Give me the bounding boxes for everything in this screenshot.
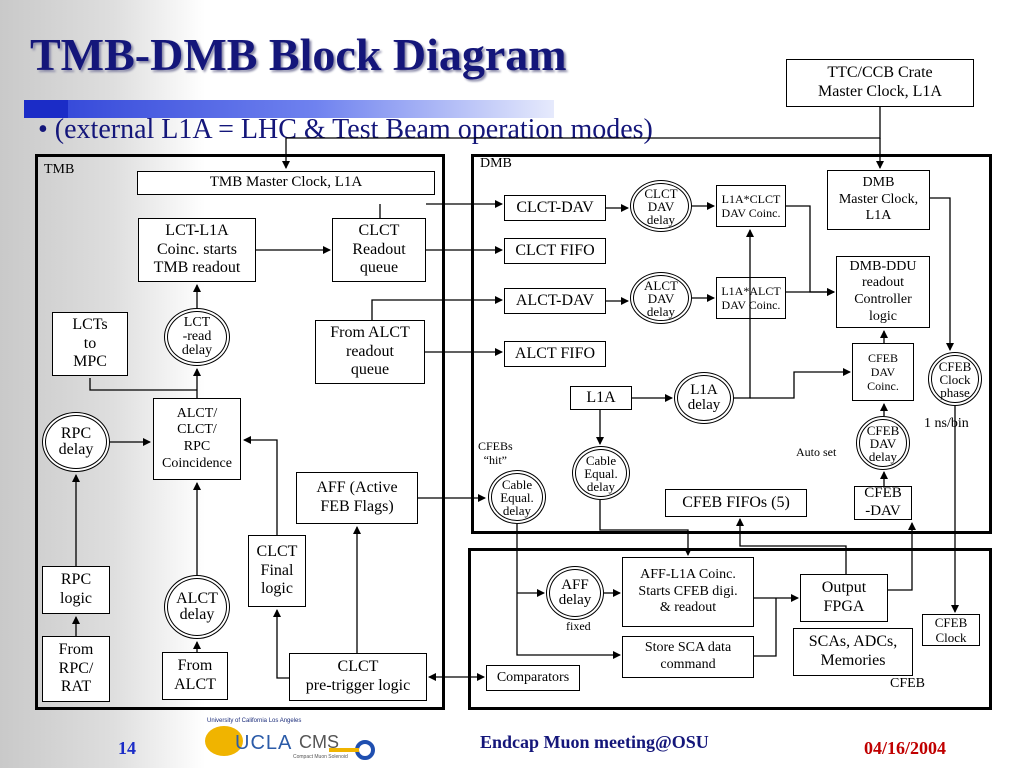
bullet-text: • (external L1A = LHC & Test Beam operat… [38,114,653,145]
cfeb-dav-coinc-box: CFEB DAV Coinc. [852,343,914,401]
fixed-label: fixed [566,619,591,633]
cfeb-label: CFEB [890,676,926,691]
from-alct-readout-queue-box: From ALCT readout queue [315,320,425,384]
output-fpga-box: Output FPGA [800,574,888,622]
aff-l1a-coinc-box: AFF-L1A Coinc. Starts CFEB digi. & reado… [622,557,754,627]
clct-dav-delay-circle: CLCT DAV delay [630,180,692,232]
clct-dav-box: CLCT-DAV [504,195,606,221]
dmb-master-clock-box: DMB Master Clock, L1A [827,170,930,230]
alct-fifo-box: ALCT FIFO [504,341,606,367]
from-rpc-rat-box: From RPC/ RAT [42,636,110,702]
from-alct-box: From ALCT [162,652,228,700]
slide-title: TMB-DMB Block Diagram [30,29,567,80]
auto-set-label: Auto set [796,445,837,459]
comparators-box: Comparators [486,665,580,691]
tmb-label: TMB [44,162,75,177]
cfebs-hit-label: CFEBs “hit” [478,439,513,467]
cms-text: CMS [299,732,339,752]
tmb-frame [35,154,445,710]
l1a-delay-circle: L1A delay [674,372,734,424]
clct-pretrigger-logic-box: CLCT pre-trigger logic [289,653,427,701]
store-sca-data-box: Store SCA data command [622,636,754,678]
cable-equal-delay-circle-lower: Cable Equal. delay [488,470,546,524]
tmb-master-clock-box: TMB Master Clock, L1A [137,171,435,195]
ucla-cms-logo: University of California Los Angeles UCL… [205,718,380,766]
alct-delay-circle: ALCT delay [164,575,230,639]
cfeb-clock-phase-circle: CFEB Clock phase [928,352,982,406]
cfeb-dav-box: CFEB -DAV [854,486,912,520]
footer-date: 04/16/2004 [864,738,947,758]
alct-dav-delay-circle: ALCT DAV delay [630,272,692,324]
dmb-ddu-controller-box: DMB-DDU readout Controller logic [836,256,930,328]
l1a-clct-dav-coinc-box: L1A*CLCT DAV Coinc. [716,185,786,227]
aff-delay-circle: AFF delay [546,566,604,620]
ucla-sun-icon [205,726,243,756]
cms-small-text: Compact Muon Solenoid [293,754,348,760]
clct-readout-queue-box: CLCT Readout queue [332,218,426,282]
cfeb-fifos-box: CFEB FIFOs (5) [665,489,807,517]
cfeb-dav-delay-circle: CFEB DAV delay [856,416,910,470]
lct-l1a-coinc-box: LCT-L1A Coinc. starts TMB readout [138,218,256,282]
rpc-logic-box: RPC logic [42,566,110,614]
lcts-to-mpc-box: LCTs to MPC [52,312,128,376]
l1a-alct-dav-coinc-box: L1A*ALCT DAV Coinc. [716,277,786,319]
lct-read-delay-circle: LCT -read delay [164,308,230,366]
page-number: 14 [118,738,136,758]
ttc-ccb-crate-box: TTC/CCB Crate Master Clock, L1A [786,59,974,107]
rpc-delay-circle: RPC delay [42,412,110,472]
cfeb-clock-box: CFEB Clock [922,614,980,646]
alct-dav-box: ALCT-DAV [504,288,606,314]
clct-fifo-box: CLCT FIFO [504,238,606,264]
ucla-text: UCLA [235,732,293,754]
cms-bar-icon [329,748,359,752]
clct-final-logic-box: CLCT Final logic [248,535,306,607]
footer-meeting: Endcap Muon meeting@OSU [480,732,709,752]
l1a-box: L1A [570,386,632,410]
cfeb-frame [468,548,992,710]
cable-equal-delay-circle-upper: Cable Equal. delay [572,446,630,500]
title-underline-accent [24,100,68,118]
one-ns-per-bin-label: 1 ns/bin [924,416,969,431]
ucla-small-text: University of California Los Angeles [207,718,302,724]
alct-clct-rpc-coincidence-box: ALCT/ CLCT/ RPC Coincidence [153,398,241,480]
aff-active-feb-flags-box: AFF (Active FEB Flags) [296,472,418,524]
scas-adcs-memories-box: SCAs, ADCs, Memories [793,628,913,676]
dmb-label: DMB [480,156,512,171]
